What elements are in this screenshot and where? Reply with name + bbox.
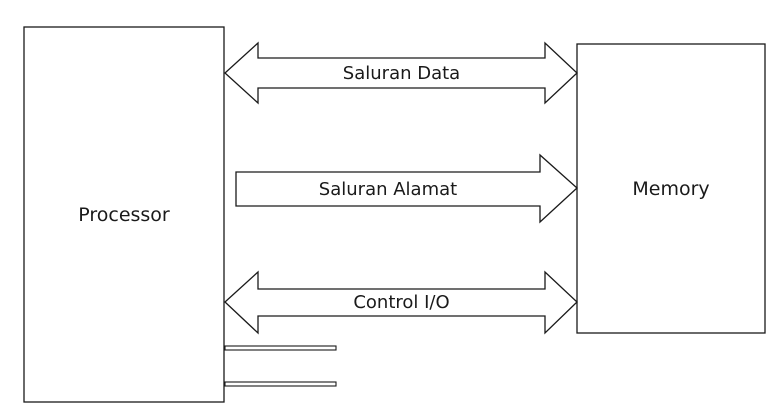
address-bus-arrow: [235, 153, 578, 224]
io-line-upper: [224, 345, 337, 351]
io-line-lower: [224, 381, 337, 387]
memory-label: Memory: [632, 178, 710, 200]
address-bus-label: Saluran Alamat: [318, 178, 458, 200]
data-bus-label: Saluran Data: [342, 62, 461, 84]
processor-label: Processor: [78, 204, 170, 226]
control-bus-label: Control I/O: [353, 292, 450, 313]
processor-block: [23, 26, 225, 403]
memory-block: [576, 43, 766, 334]
data-bus-arrow: [224, 41, 578, 105]
control-bus-arrow: [224, 270, 578, 335]
